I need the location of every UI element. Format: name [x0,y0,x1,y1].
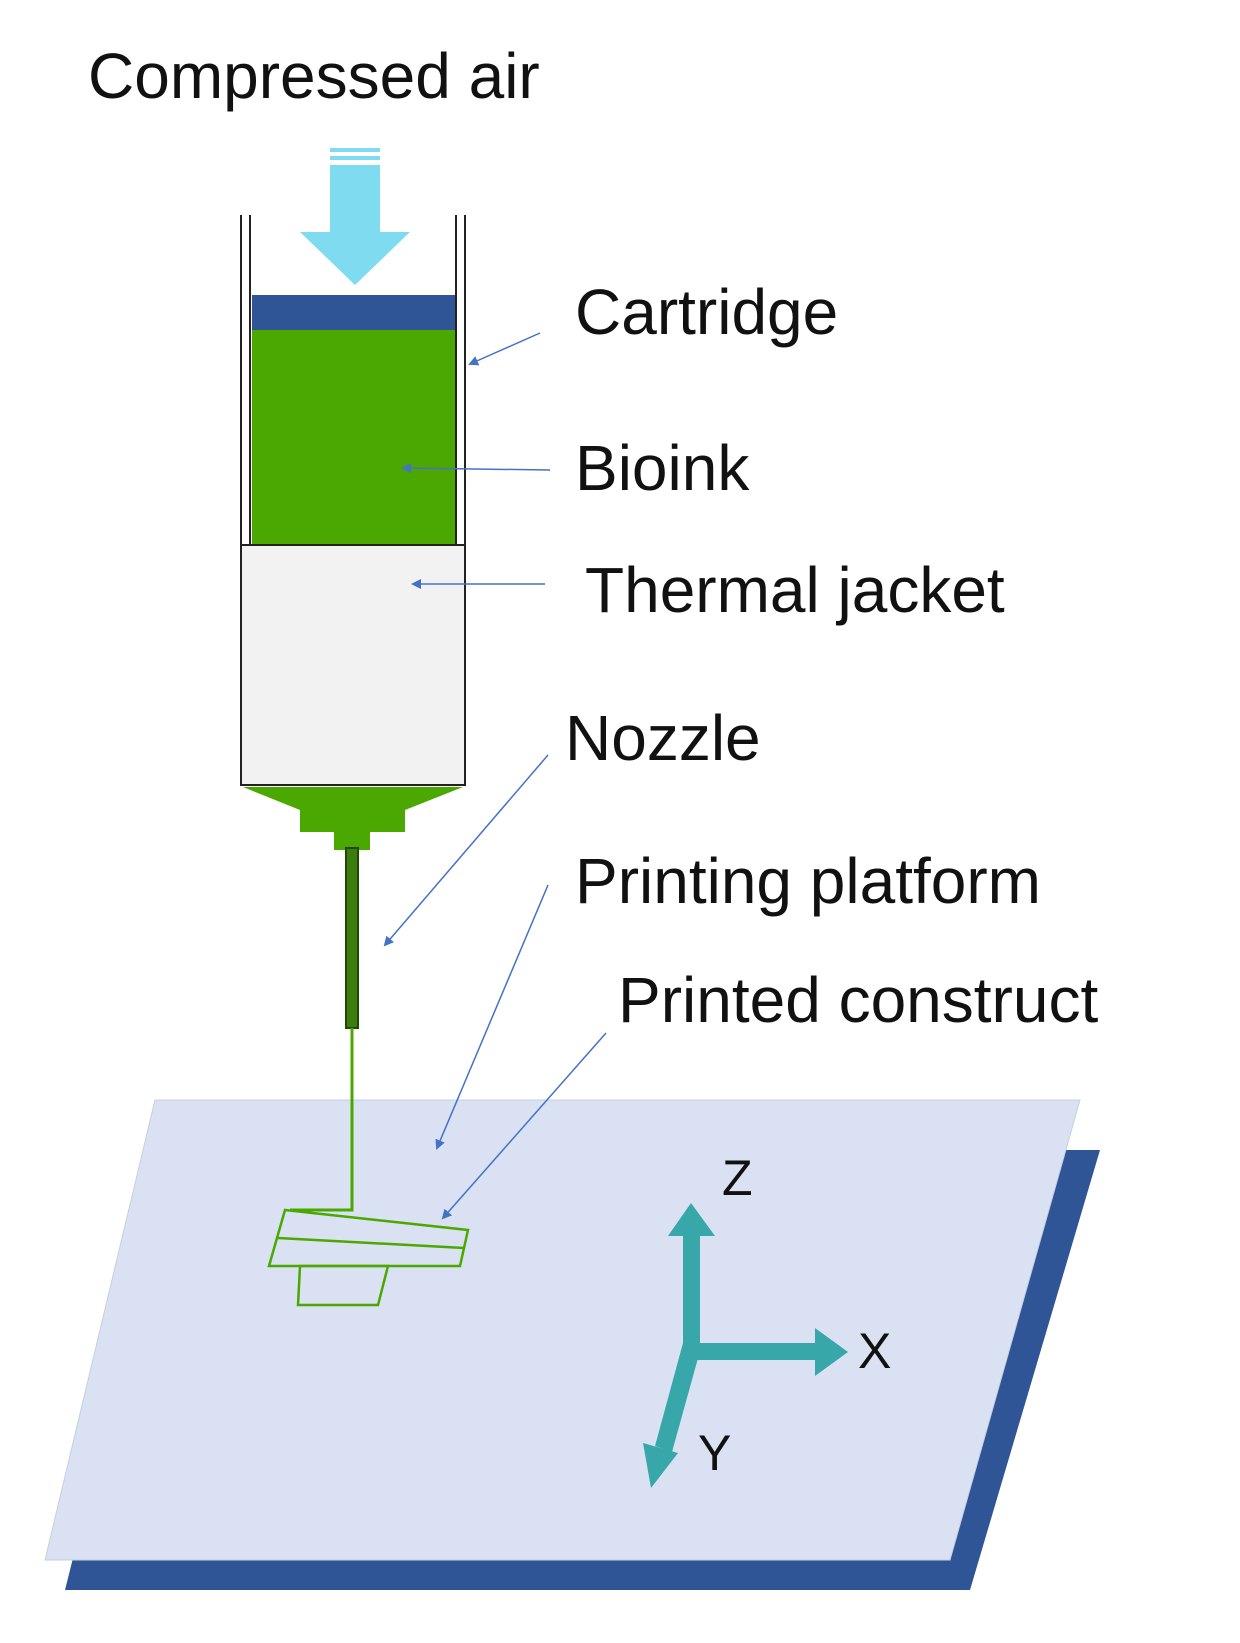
bioink-pointer [401,463,551,474]
cartridge-label: Cartridge [575,276,838,348]
platform-top [44,1099,1081,1561]
pointers [383,332,607,1220]
nozzle [243,787,463,1212]
x-axis [691,1343,816,1360]
air-arrow-icon [300,148,410,285]
axis-icon [643,1203,848,1488]
printing-platform-label: Printing platform [575,845,1041,917]
nozzle-pointer [383,754,549,947]
y-axis [655,1343,700,1452]
z-axis-label: Z [722,1150,753,1206]
compressed-air-label: Compressed air [88,40,540,112]
cartridge-pointer [468,332,541,366]
extruded-filament [290,1028,354,1212]
y-axis-label: Y [698,1425,731,1481]
thermal-jacket-label: Thermal jacket [585,554,1005,626]
cartridge [240,215,466,548]
printing-platform-pointer [435,884,549,1150]
printed-construct-pointer [441,1032,607,1220]
plunger [252,295,455,330]
bioink-fill [252,330,455,545]
nozzle-label: Nozzle [565,702,761,774]
printed-construct [267,1208,470,1307]
printing-platform [44,1099,1100,1590]
z-axis [683,1233,700,1353]
printed-construct-label: Printed construct [618,964,1098,1036]
thermal-jacket [240,544,466,786]
x-axis-label: X [858,1323,891,1379]
bioink-label: Bioink [575,432,750,504]
